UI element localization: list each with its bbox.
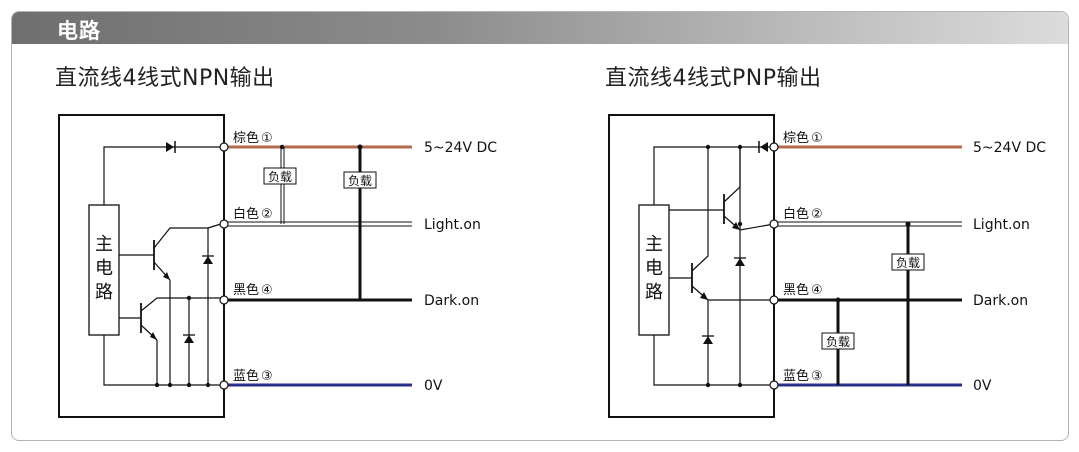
npn-diode-white — [203, 256, 213, 264]
pnp-main-char-3: 路 — [645, 282, 663, 303]
svg-text:蓝色③: 蓝色③ — [233, 368, 273, 384]
section-title: 电路 — [57, 19, 101, 43]
svg-text:白色②: 白色② — [783, 206, 823, 222]
pnp-wire-num-2: ② — [811, 207, 823, 222]
svg-text:黑色④: 黑色④ — [233, 282, 273, 298]
svg-text:黑色④: 黑色④ — [783, 282, 823, 298]
npn-load-2 — [343, 171, 377, 189]
pnp-output-power: 5~24V DC — [973, 140, 1046, 156]
pnp-diode-low — [703, 336, 713, 344]
npn-output-0v: 0V — [424, 378, 443, 394]
npn-wire-label-black: 黑色 — [233, 282, 259, 298]
pnp-diagram: 主 电 路 — [608, 114, 1046, 418]
pnp-load-2-label: 负载 — [826, 335, 850, 349]
npn-output-dark-on: Dark.on — [424, 293, 479, 309]
pnp-load-2 — [821, 332, 855, 350]
pnp-output-dark-on: Dark.on — [973, 293, 1028, 309]
npn-diode-top — [166, 142, 174, 152]
npn-wire-num-4: ④ — [261, 283, 273, 298]
pnp-wire-label-blue: 蓝色 — [783, 368, 809, 384]
pnp-wire-num-3: ③ — [811, 369, 823, 384]
npn-main-char-2: 电 — [95, 258, 113, 279]
npn-internal-wiring — [103, 146, 225, 386]
npn-title: 直流线4线式NPN输出 — [55, 66, 275, 91]
npn-wire-num-3: ③ — [261, 369, 273, 384]
pnp-wire-label-black: 黑色 — [783, 282, 809, 298]
pnp-load-1 — [891, 253, 925, 271]
pnp-internal-wiring — [653, 146, 775, 386]
pnp-title: 直流线4线式PNP输出 — [605, 66, 822, 91]
pnp-diode-mid — [735, 258, 745, 266]
npn-load-1 — [263, 167, 297, 185]
svg-text:蓝色③: 蓝色③ — [783, 368, 823, 384]
npn-wire-label-brown: 棕色 — [233, 130, 259, 146]
pnp-output-light-on: Light.on — [973, 217, 1030, 233]
npn-wire-label-white: 白色 — [233, 206, 259, 222]
pnp-sensor-box — [608, 114, 775, 418]
npn-wire-num-1: ① — [261, 131, 273, 146]
svg-text:白色②: 白色② — [233, 206, 273, 222]
pnp-wire-label-white: 白色 — [783, 206, 809, 222]
pnp-wire-label-brown: 棕色 — [783, 130, 809, 146]
npn-output-power: 5~24V DC — [424, 140, 497, 156]
npn-load-1-label: 负载 — [268, 170, 292, 184]
pnp-main-char-2: 电 — [645, 258, 663, 279]
section-header: 电路 — [12, 12, 1068, 44]
npn-main-char-3: 路 — [95, 282, 113, 303]
npn-wire-label-blue: 蓝色 — [233, 368, 259, 384]
svg-text:棕色①: 棕色① — [783, 130, 823, 146]
npn-wire-num-2: ② — [261, 207, 273, 222]
npn-main-char-1: 主 — [95, 234, 113, 255]
pnp-output-0v: 0V — [973, 378, 992, 394]
pnp-main-char-1: 主 — [645, 234, 663, 255]
svg-text:棕色①: 棕色① — [233, 130, 273, 146]
npn-output-light-on: Light.on — [424, 217, 481, 233]
npn-load-2-label: 负载 — [348, 174, 372, 188]
pnp-diode-top — [760, 142, 768, 152]
pnp-load-1-label: 负载 — [896, 256, 920, 270]
pnp-wire-num-1: ① — [811, 131, 823, 146]
npn-diagram: 主 电 路 — [58, 114, 497, 418]
npn-diode-black — [184, 335, 194, 343]
pnp-wire-num-4: ④ — [811, 283, 823, 298]
npn-sensor-box — [58, 114, 225, 418]
